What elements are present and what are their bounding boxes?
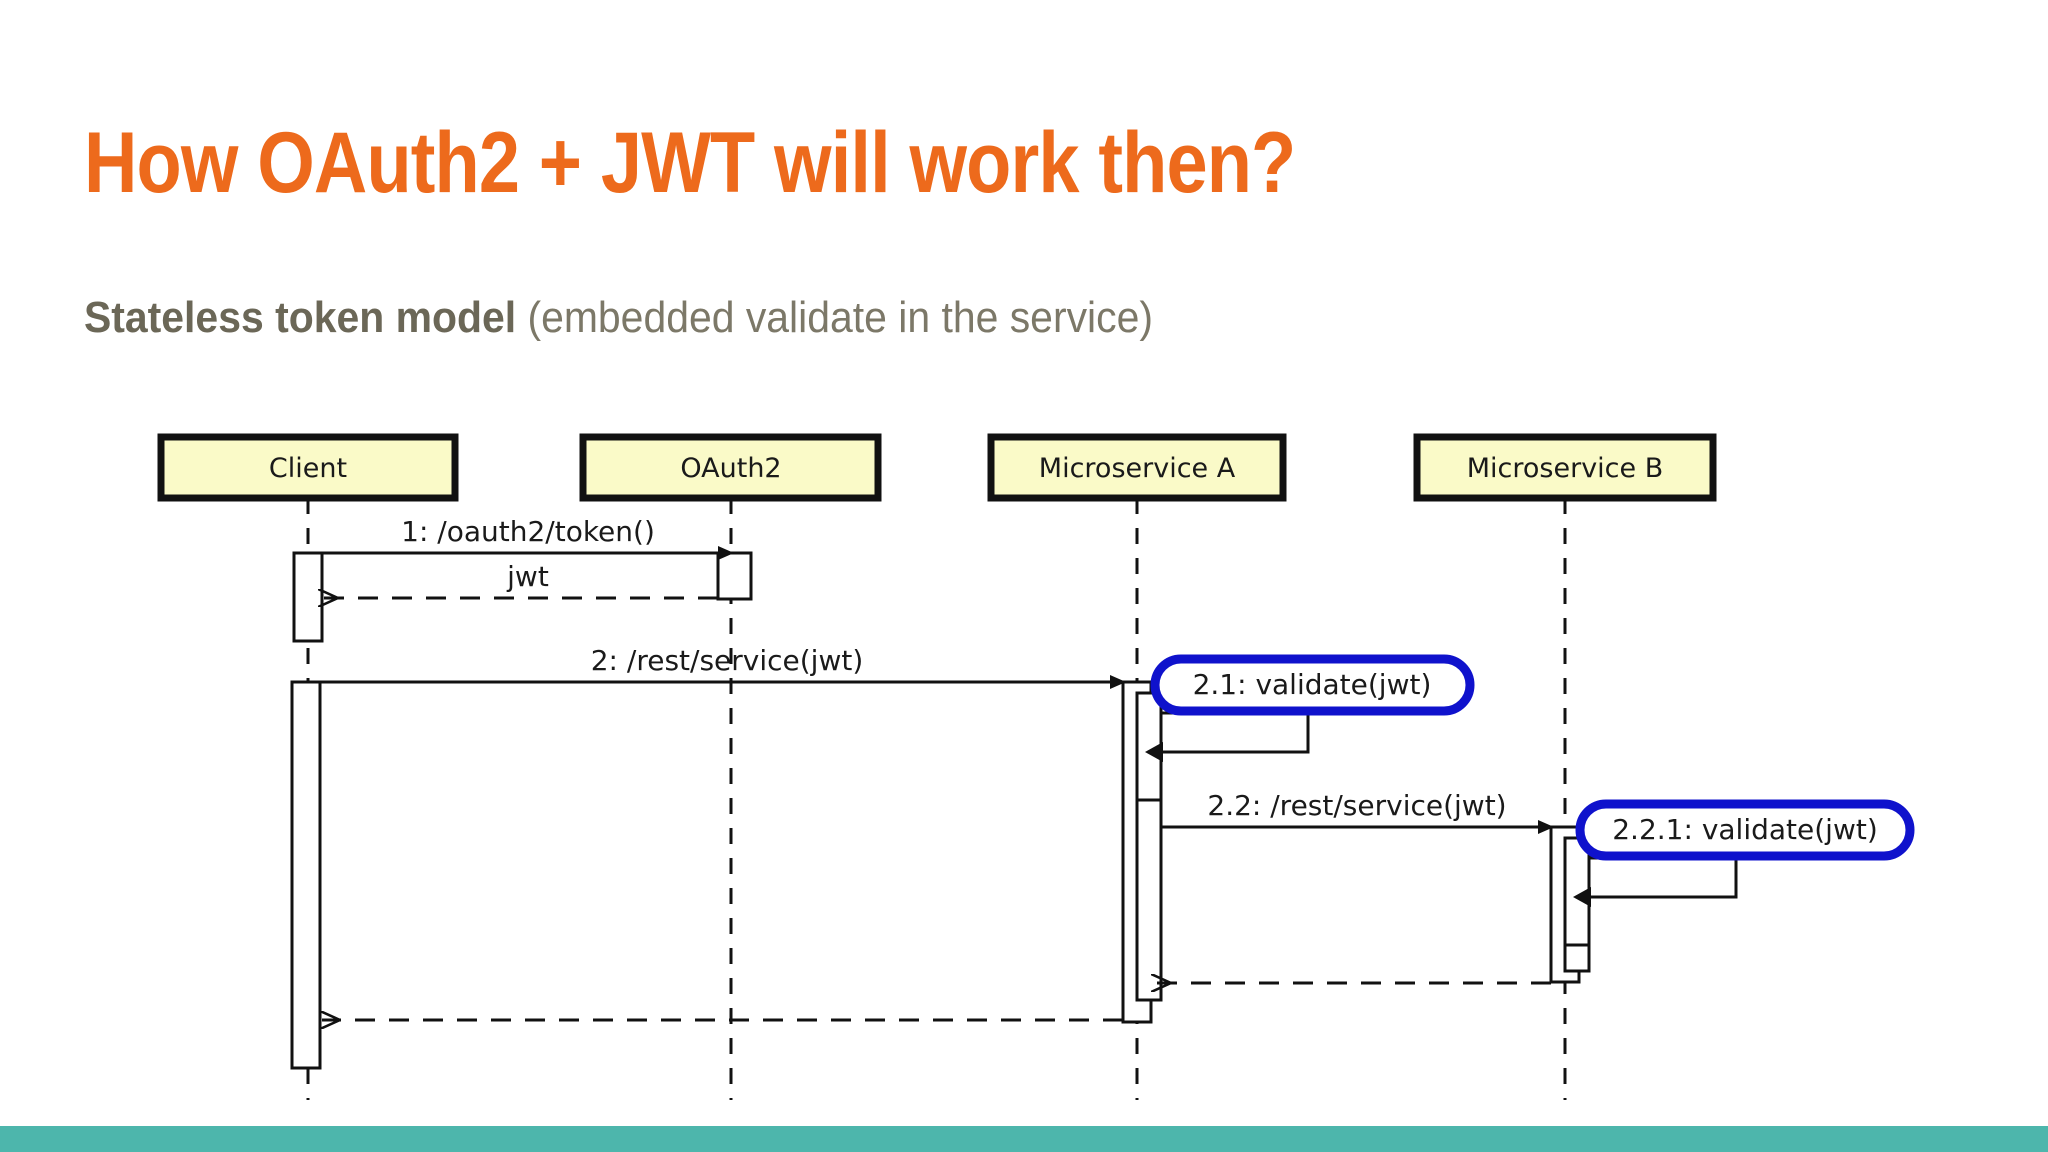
activation-microservice-b-outer	[1549, 825, 1581, 984]
participant-label-microservice-a: Microservice A	[1039, 453, 1236, 484]
message-2-2-1-nested-tail	[1563, 897, 1589, 947]
message-2-2-1-arrowhead	[1573, 887, 1591, 907]
activation-microservice-b-nested	[1563, 836, 1591, 973]
participant-client[interactable]: Client	[157, 433, 459, 502]
participant-label-microservice-b: Microservice B	[1467, 453, 1664, 484]
message-1-return: jwt	[320, 560, 718, 598]
participant-microservice-a[interactable]: Microservice A	[987, 433, 1287, 502]
message-1: 1: /oauth2/token()	[322, 515, 734, 560]
message-2-1-arrowhead	[1145, 742, 1163, 762]
activation-microservice-a-nested	[1135, 691, 1163, 1002]
message-1-return-label: jwt	[506, 560, 549, 593]
message-2-label: 2: /rest/service(jwt)	[591, 644, 864, 677]
highlight-2-2-1: 2.2.1: validate(jwt)	[1575, 799, 1915, 861]
footer-accent-bar	[0, 1126, 2048, 1152]
activation-client-1	[292, 551, 324, 643]
page-subtitle: Stateless token model (embedded validate…	[84, 296, 1153, 340]
page-subtitle-rest: (embedded validate in the service)	[516, 293, 1153, 342]
activation-oauth2-1	[716, 551, 753, 601]
message-2-1-self-call	[1161, 711, 1310, 754]
highlight-2-1: 2.1: validate(jwt)	[1150, 654, 1475, 716]
participant-label-client: Client	[269, 453, 347, 484]
page-subtitle-strong: Stateless token model	[84, 293, 517, 342]
highlight-2-2-1-label: 2.2.1: validate(jwt)	[1612, 813, 1878, 846]
page-title: How OAuth2 + JWT will work then?	[84, 115, 1296, 211]
message-2-1-nested-tail	[1135, 752, 1161, 802]
message-2-2: 2.2: /rest/service(jwt)	[1161, 789, 1554, 834]
message-2-2-label: 2.2: /rest/service(jwt)	[1207, 789, 1506, 822]
participant-oauth2[interactable]: OAuth2	[579, 433, 882, 502]
message-2: 2: /rest/service(jwt)	[294, 644, 1126, 689]
message-1-label: 1: /oauth2/token()	[401, 515, 655, 548]
activation-client-2	[290, 680, 322, 1070]
participant-microservice-b[interactable]: Microservice B	[1413, 433, 1717, 502]
highlight-2-1-label: 2.1: validate(jwt)	[1193, 668, 1432, 701]
message-2-2-1-self-call	[1589, 856, 1738, 899]
activation-microservice-a-outer	[1121, 680, 1153, 1024]
participant-label-oauth2: OAuth2	[680, 453, 781, 484]
